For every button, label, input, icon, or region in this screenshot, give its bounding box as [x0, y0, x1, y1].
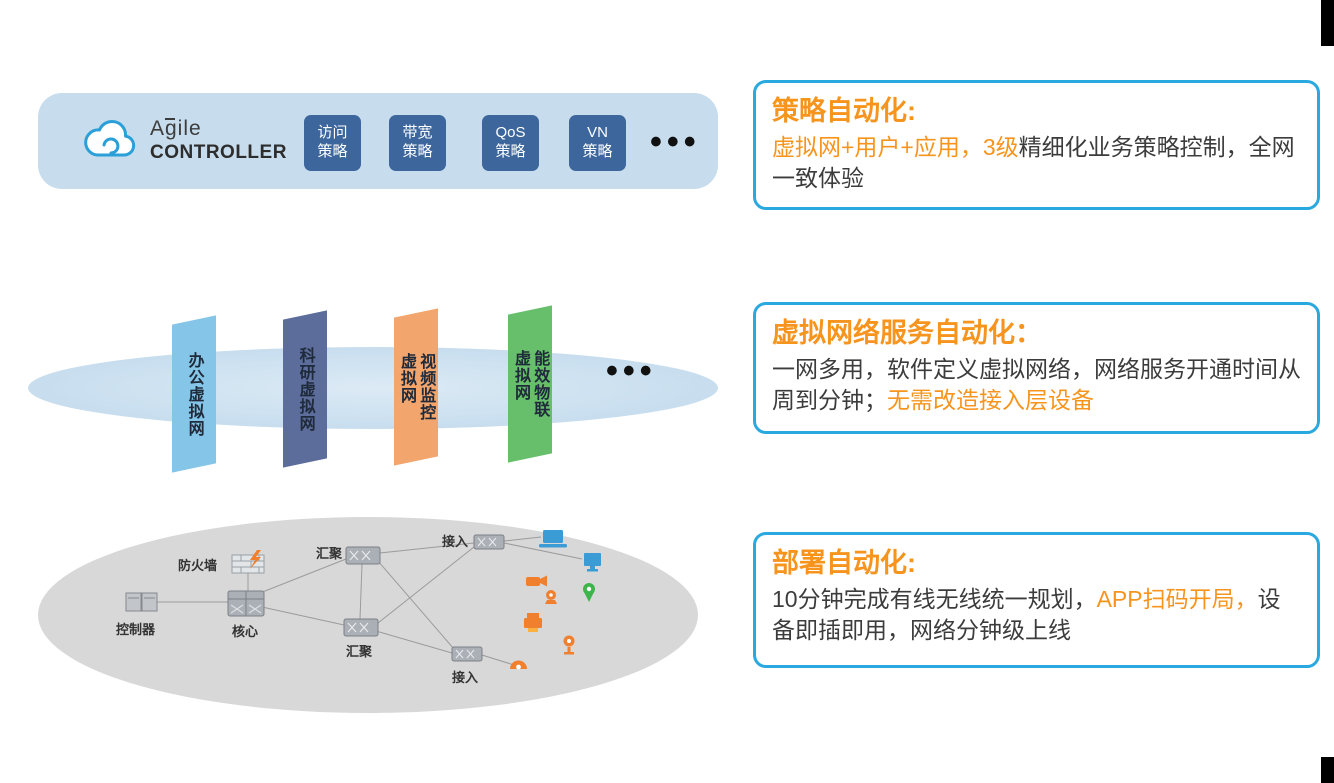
core-switch-icon	[227, 590, 265, 617]
brand: Agile CONTROLLER	[150, 117, 287, 164]
panel-vn-segment-highlight: 无需改造接入层设备	[887, 387, 1094, 414]
core-label: 核心	[232, 624, 259, 639]
brand-name-controller: CONTROLLER	[150, 142, 287, 163]
topology-graphic	[125, 530, 601, 670]
slide-edge-top	[1321, 0, 1334, 46]
aggregation-bottom-label: 汇聚	[346, 644, 373, 659]
vn-plane-office-label: 办公虚拟网	[185, 351, 203, 437]
webcam-icon	[545, 590, 557, 604]
physical-network-topology: 防火墙 控制器 核心 汇聚 汇聚 接入 接入	[38, 517, 698, 713]
banner-ellipsis: •••	[650, 123, 701, 161]
panel-policy-segment-highlight: 虚拟网+用户+应用，3级	[772, 133, 1019, 160]
policy-qos-button: QoS 策略	[482, 115, 539, 171]
policy-bandwidth-button: 带宽 策略	[389, 115, 446, 171]
panel-policy-segment-text: 精细化业务策略控制，全网一致体验	[772, 133, 1295, 192]
vn-ellipsis: •••	[606, 352, 657, 390]
location-pin-icon	[583, 583, 595, 602]
panel-policy-automation-title: 策略自动化:	[772, 96, 916, 126]
dome-camera-icon	[510, 660, 527, 670]
slide-edge-bottom	[1321, 757, 1334, 783]
vn-plane-iot-label: 能效物联 虚拟网	[512, 350, 549, 418]
access-top-label: 接入	[442, 534, 469, 549]
printer-icon	[524, 613, 542, 632]
panel-deployment-automation: 部署自动化: 10分钟完成有线无线统一规划，APP扫码开局，设备即插即用，网络分…	[753, 532, 1320, 668]
vn-plane-video-label: 视频监控 虚拟网	[398, 353, 435, 421]
virtual-network-ellipse	[28, 347, 718, 429]
panel-deployment-automation-body: 10分钟完成有线无线统一规划，APP扫码开局，设备即插即用，网络分钟级上线	[772, 584, 1301, 647]
panel-policy-automation-body: 虚拟网+用户+应用，3级精细化业务策略控制，全网一致体验	[772, 132, 1301, 195]
firewall-label: 防火墙	[178, 558, 218, 573]
access-bottom-label: 接入	[452, 670, 479, 685]
brand-name-agile: Agile	[150, 117, 202, 140]
topology-links	[157, 536, 583, 666]
firewall-icon	[231, 550, 265, 574]
aggregation-top-label: 汇聚	[316, 546, 343, 561]
vn-plane-office: 办公虚拟网	[172, 315, 216, 473]
ip-camera-icon	[563, 635, 575, 655]
controller-icon	[125, 592, 158, 612]
panel-policy-automation: 策略自动化: 虚拟网+用户+应用，3级精细化业务策略控制，全网一致体验	[753, 80, 1320, 211]
controller-label: 控制器	[116, 622, 156, 637]
agile-controller-banner: Agile CONTROLLER 访问 策略 带宽 策略 QoS 策略 VN 策…	[38, 93, 718, 189]
panel-deployment-automation-title: 部署自动化:	[772, 548, 916, 578]
panel-virtual-network-automation-title: 虚拟网络服务自动化：	[772, 318, 1042, 348]
access-switch-bottom-icon	[451, 646, 483, 662]
aggregation-switch-top-icon	[345, 546, 381, 565]
laptop-icon	[539, 530, 567, 548]
policy-access-button: 访问 策略	[304, 115, 361, 171]
vn-plane-research-label: 科研虚拟网	[296, 346, 314, 432]
panel-virtual-network-automation: 虚拟网络服务自动化： 一网多用，软件定义虚拟网络，网络服务开通时间从周到分钟；无…	[753, 302, 1320, 434]
access-switch-top-icon	[473, 534, 505, 550]
aggregation-switch-bottom-icon	[343, 618, 379, 637]
vn-plane-iot: 能效物联 虚拟网	[508, 305, 552, 463]
panel-deploy-segment-text-1: 10分钟完成有线无线统一规划，	[772, 585, 1097, 612]
cloud-icon	[78, 113, 142, 165]
video-camera-icon	[526, 575, 547, 587]
g-macron-mark	[165, 118, 175, 120]
vn-plane-video: 视频监控 虚拟网	[394, 308, 438, 466]
panel-virtual-network-automation-body: 一网多用，软件定义虚拟网络，网络服务开通时间从周到分钟；无需改造接入层设备	[772, 354, 1301, 417]
panel-deploy-segment-text-2: 设备即插即用，网络分钟级上线	[772, 585, 1281, 644]
panel-vn-segment-text: 一网多用，软件定义虚拟网络，网络服务开通时间从周到分钟；	[772, 355, 1301, 414]
panel-deploy-segment-highlight: APP扫码开局，	[1096, 585, 1258, 612]
policy-vn-button: VN 策略	[569, 115, 626, 171]
vn-plane-research: 科研虚拟网	[283, 310, 327, 468]
monitor-icon	[584, 553, 601, 572]
